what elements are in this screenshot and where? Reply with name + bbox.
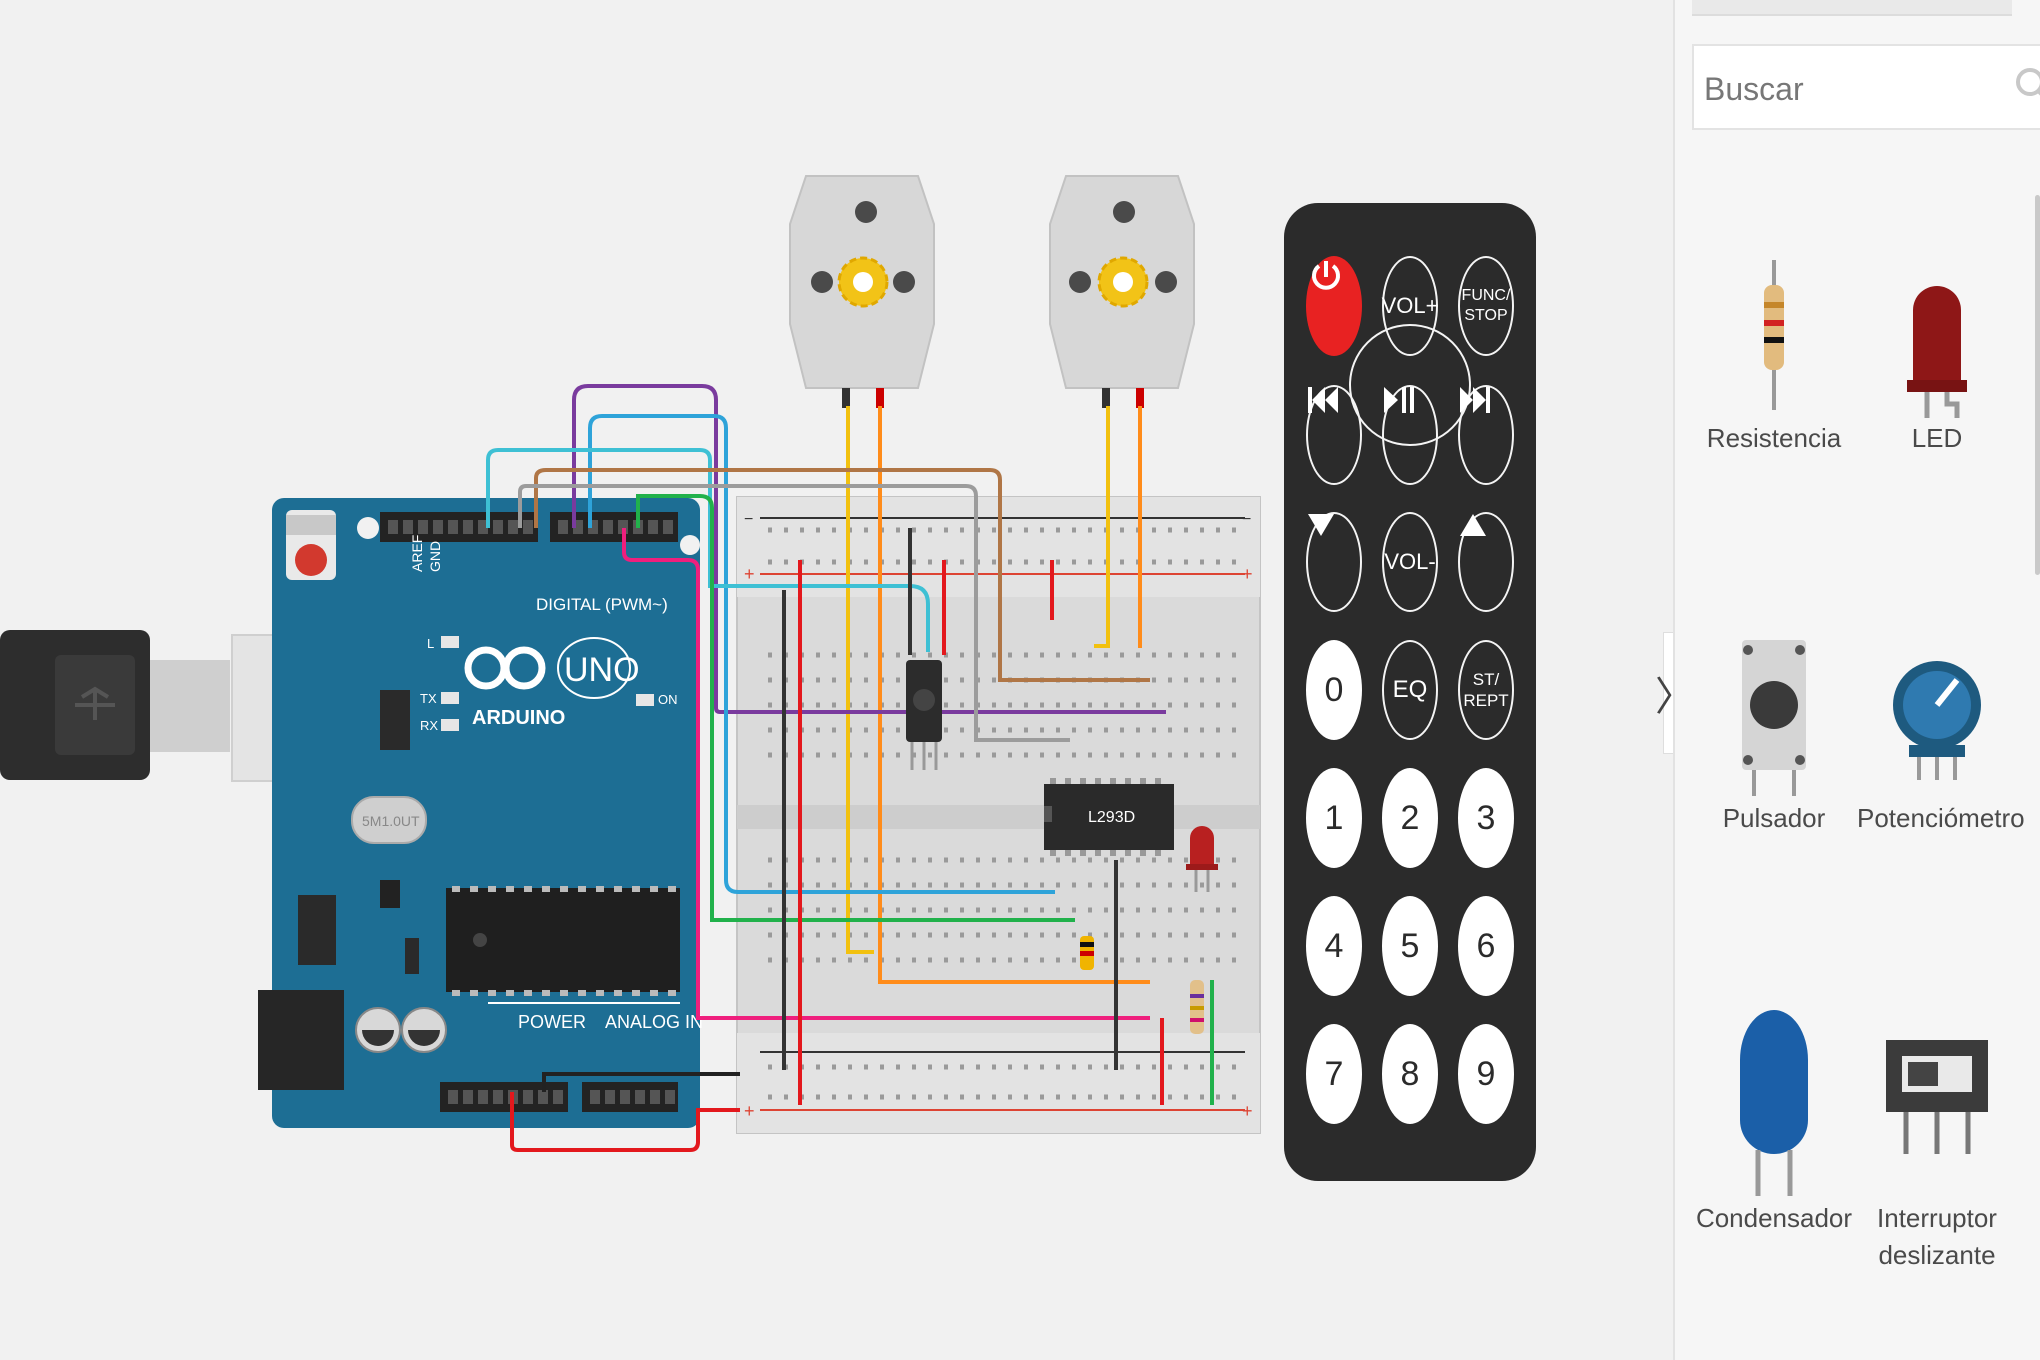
component-label-line2: deslizante [1878,1240,1996,1270]
pushbutton-icon [1742,640,1806,796]
panel-scrollbar[interactable] [2035,195,2040,575]
capacitor-icon [1740,1010,1808,1196]
button-9[interactable]: 9 [1458,1024,1514,1124]
previous-icon [1308,387,1338,413]
arduino-logo: ARDUINO [464,646,565,729]
play-pause-icon [1384,387,1414,413]
component-label: Interruptor [1877,1203,1997,1233]
st-rept-button[interactable]: ST/REPT [1458,640,1514,740]
button-5[interactable]: 5 [1382,896,1438,996]
resistor-board-2[interactable] [1190,980,1204,1034]
l-led-label: L [427,636,434,651]
svg-text:+: + [1242,564,1253,584]
previous-button[interactable] [1306,385,1362,485]
button-6[interactable]: 6 [1458,896,1514,996]
component-led[interactable]: LED [1857,240,2017,457]
resistor-board-1[interactable] [1080,936,1094,970]
chip-label: L293D [1088,809,1135,826]
model-label: UNO [564,651,640,689]
component-label: Condensador [1695,1203,1853,1233]
search-icon[interactable] [2014,66,2040,106]
component-pushbutton[interactable]: Pulsador [1694,630,1854,837]
svg-text:+: + [1242,1101,1253,1121]
component-label: Resistencia [1706,423,1842,453]
up-button[interactable] [1458,512,1514,612]
search-box[interactable] [1692,44,2040,130]
potentiometer-icon [1893,661,1981,780]
svg-text:+: + [744,564,755,584]
slide-switch-icon [1886,1040,1988,1154]
aref-label: AREF [409,535,425,572]
on-label: ON [658,692,678,707]
l293d-chip[interactable]: L293D [1044,778,1174,856]
crystal-label: 5M1.0UT [362,813,420,829]
button-7[interactable]: 7 [1306,1024,1362,1124]
vol-up-button[interactable]: VOL+ [1382,256,1438,356]
component-capacitor[interactable]: Condensador [1694,1000,1854,1237]
component-label: Potenciómetro [1857,803,2025,833]
power-icon [1312,261,1340,290]
down-arrow-icon [1308,514,1334,536]
dc-motor-2[interactable] [1049,175,1195,408]
svg-text:−: − [744,511,753,528]
resistor-icon [1764,260,1784,410]
panel-toolbar [1692,0,2012,16]
component-slide-switch[interactable]: Interruptor deslizante [1857,1000,2017,1274]
gnd-label: GND [427,541,443,572]
up-arrow-icon [1460,514,1486,536]
button-3[interactable]: 3 [1458,768,1514,868]
arduino-uno-board[interactable]: AREF GND DIGITAL (PWM~) ARDUINO UNO L TX… [258,498,703,1128]
components-panel: Resistencia LED Pulsador [1673,0,2040,1360]
red-led[interactable] [1186,826,1218,892]
power-button[interactable] [1306,256,1362,356]
digital-label: DIGITAL (PWM~) [536,595,668,614]
component-label: LED [1911,423,1963,453]
tx-label: TX [420,691,437,706]
dc-motor-1[interactable] [789,175,935,408]
vol-down-button[interactable]: VOL- [1382,512,1438,612]
eq-button[interactable]: EQ [1382,640,1438,740]
brand-label: ARDUINO [472,707,565,729]
power-label: POWER [518,1012,586,1032]
button-4[interactable]: 4 [1306,896,1362,996]
component-resistor[interactable]: Resistencia [1694,240,1854,457]
wires[interactable] [486,384,1214,1152]
button-2[interactable]: 2 [1382,768,1438,868]
circuit-canvas[interactable]: AREF GND DIGITAL (PWM~) ARDUINO UNO L TX… [0,0,1673,1360]
down-button[interactable] [1306,512,1362,612]
button-0[interactable]: 0 [1306,640,1362,740]
component-potentiometer[interactable]: Potenciómetro [1857,630,2025,837]
ir-receiver[interactable] [906,660,942,770]
rx-label: RX [420,718,438,733]
button-1[interactable]: 1 [1306,768,1362,868]
svg-text:−: − [1242,511,1251,528]
led-icon [1907,286,1967,418]
play-pause-button[interactable] [1382,385,1438,485]
component-label: Pulsador [1722,803,1826,833]
analog-label: ANALOG IN [605,1012,703,1032]
func-stop-button[interactable]: FUNC/STOP [1458,256,1514,356]
search-input[interactable] [1702,60,1996,118]
next-icon [1460,387,1490,413]
button-8[interactable]: 8 [1382,1024,1438,1124]
next-button[interactable] [1458,385,1514,485]
svg-text:+: + [744,1101,755,1121]
